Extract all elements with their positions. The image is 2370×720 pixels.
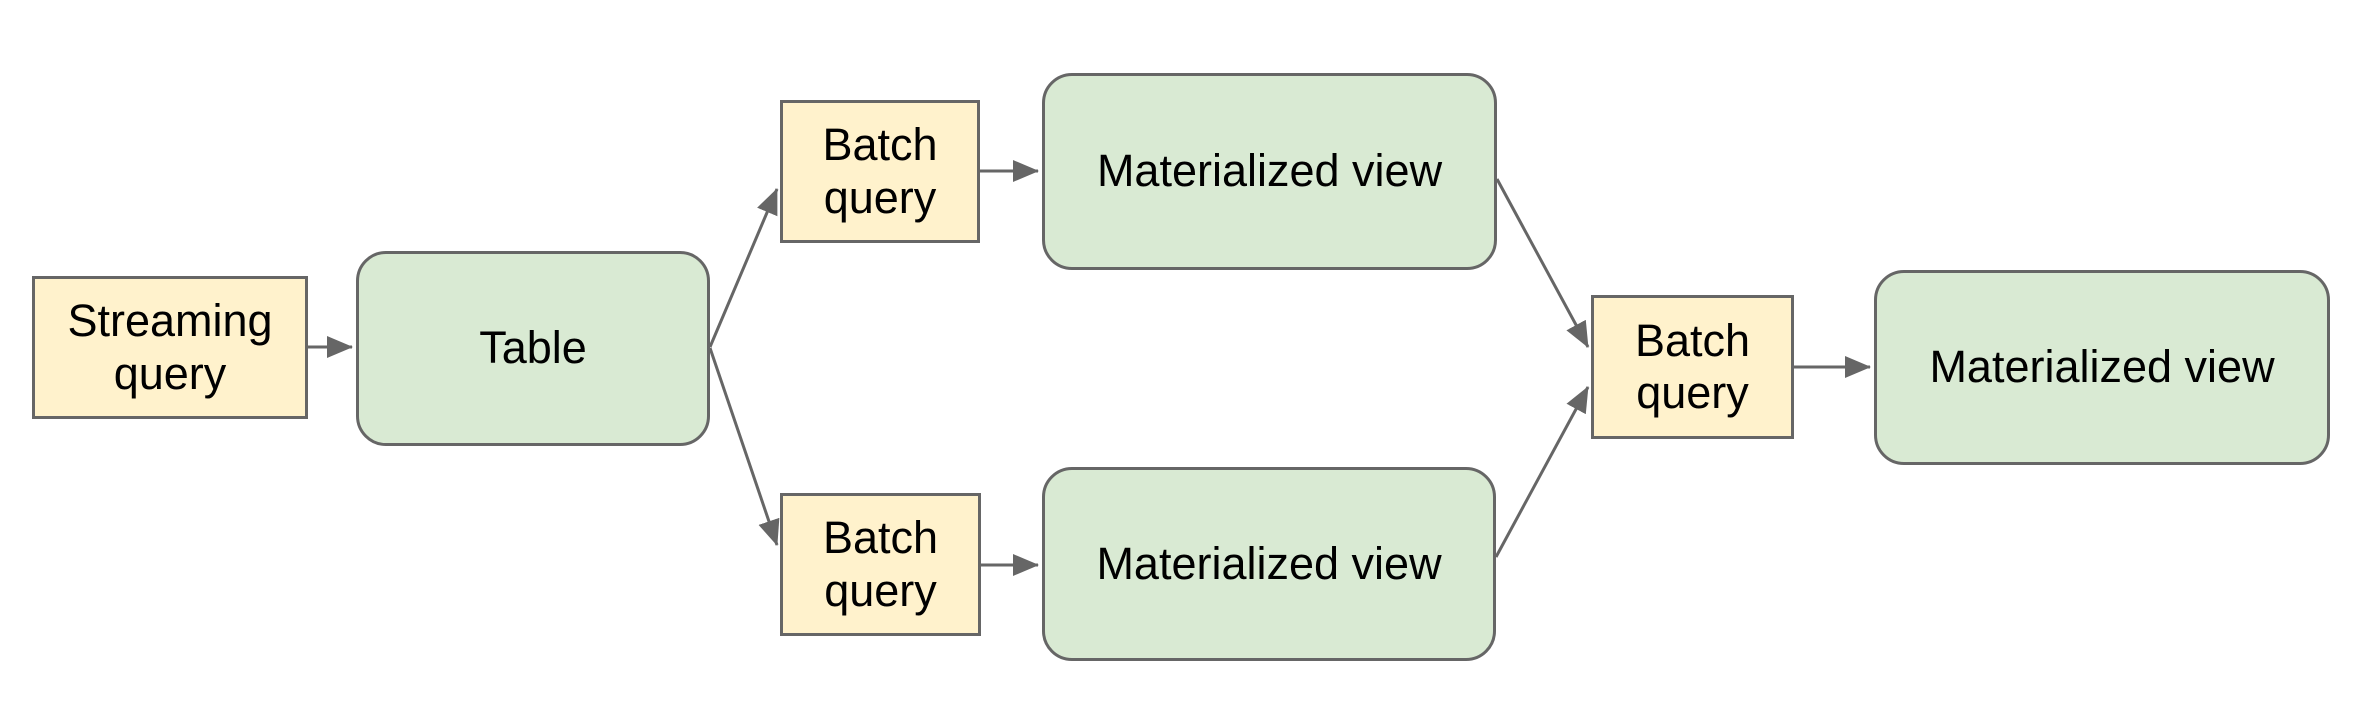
node-label: Materialized view (1929, 341, 2275, 393)
node-batch-query-top: Batch query (780, 100, 980, 243)
node-label: Materialized view (1096, 145, 1443, 197)
node-label: Batch query (1634, 314, 1751, 418)
node-label: Materialized view (1096, 537, 1442, 589)
edge-mv-bottom-to-batch-query-merge (1494, 386, 1590, 558)
node-streaming-query: Streaming query (32, 276, 308, 419)
node-table: Table (356, 251, 710, 446)
node-batch-query-merge: Batch query (1591, 295, 1794, 439)
node-label: Batch query (822, 512, 939, 616)
node-batch-query-bottom: Batch query (780, 493, 981, 636)
node-materialized-view-final: Materialized view (1874, 270, 2330, 465)
node-label: Table (479, 322, 587, 374)
node-label: Batch query (822, 119, 938, 223)
edge-mv-top-to-batch-query-merge (1495, 178, 1590, 348)
edge-table-to-batch-query-top (708, 188, 779, 348)
node-label: Streaming query (67, 295, 273, 399)
node-materialized-view-top: Materialized view (1042, 73, 1497, 270)
node-materialized-view-bottom: Materialized view (1042, 467, 1496, 661)
edge-table-to-batch-query-bottom (708, 347, 780, 546)
